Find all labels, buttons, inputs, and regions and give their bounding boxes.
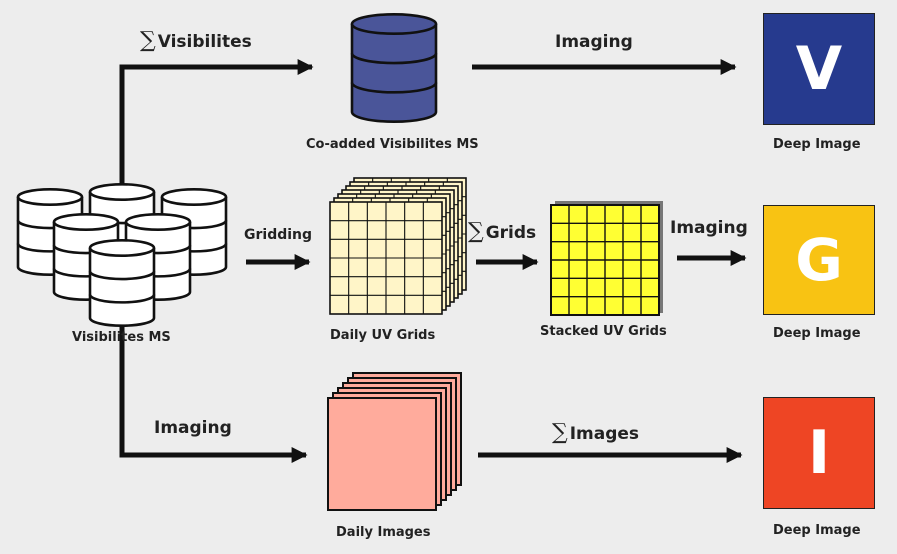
coadded-caption: Co-added Visibilites MS: [306, 137, 479, 152]
coadded-database-icon: [350, 13, 438, 123]
stacked-grid-shape: [550, 204, 660, 316]
deep-image-v: V: [763, 13, 875, 125]
daily-images-caption: Daily Images: [336, 525, 431, 540]
source-database-cluster-icon: [16, 183, 228, 327]
daily-image-layer: [327, 397, 437, 511]
branch-line-top: [119, 58, 314, 190]
sum-images-label: ∑Images: [552, 420, 640, 445]
coadded-db-shape: [350, 13, 438, 123]
stacked-uv-grids-caption: Stacked UV Grids: [540, 324, 667, 339]
deep-image-caption-top: Deep Image: [773, 137, 861, 152]
visibilities-ms-caption: Visibilites MS: [72, 330, 171, 345]
deep-image-g: G: [763, 205, 875, 315]
daily-uv-grids-icon: [329, 177, 467, 315]
daily-uv-grids-caption: Daily UV Grids: [330, 328, 436, 343]
imaging-label-bottom: Imaging: [154, 418, 232, 438]
imaging-label-middle: Imaging: [670, 218, 748, 238]
branch-line-bottom: [119, 318, 308, 464]
deep-image-caption-bottom: Deep Image: [773, 523, 861, 538]
sum-grids-label: ∑Grids: [468, 219, 537, 244]
deep-image-caption-middle: Deep Image: [773, 326, 861, 341]
db-front: [88, 239, 156, 327]
daily-grid-layer: [329, 201, 443, 315]
stacked-uv-grid-icon: [550, 201, 663, 316]
gridding-label: Gridding: [244, 227, 313, 243]
sum-visibilities-label: ∑Visibilites: [140, 28, 252, 53]
deep-image-i: I: [763, 397, 875, 509]
daily-images-icon: [327, 372, 462, 511]
imaging-label-top: Imaging: [555, 32, 633, 52]
